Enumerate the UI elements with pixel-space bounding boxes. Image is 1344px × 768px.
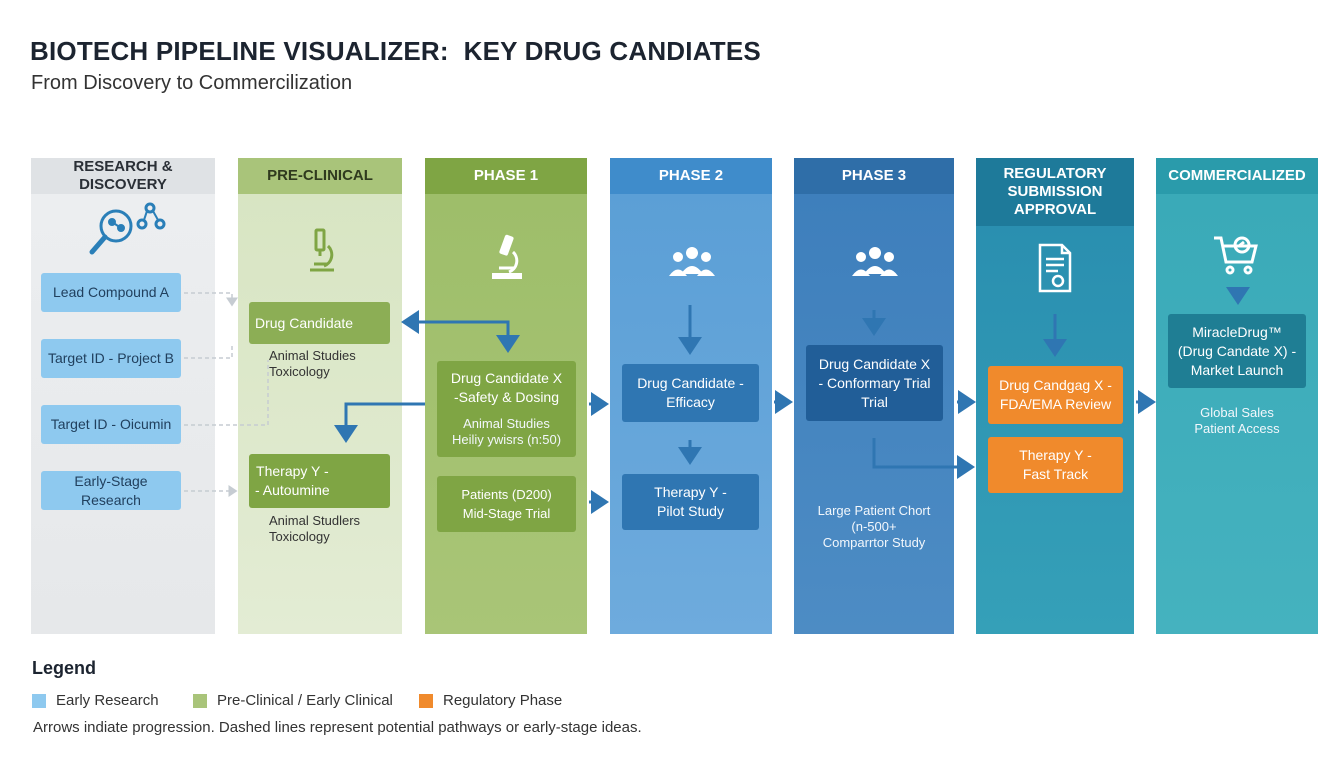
column-phase3-header: PHASE 3 (794, 158, 954, 194)
legend-item-regulatory: Regulatory Phase (419, 692, 562, 709)
legend-item-preclinical: Pre-Clinical / Early Clinical (193, 692, 393, 709)
research-item-target-b[interactable]: Target ID - Project B (41, 339, 181, 378)
column-regulatory-label: REGULATORY SUBMISSION APPROVAL (1003, 165, 1107, 218)
legend-item-early-research: Early Research (32, 692, 159, 709)
column-commercial: COMMERCIALIZED (1156, 158, 1318, 634)
legend-swatch (32, 693, 46, 708)
legend-label: Pre-Clinical / Early Clinical (217, 692, 393, 709)
research-item-target-oicumin[interactable]: Target ID - Oicumin (41, 405, 181, 444)
column-research-label: RESEARCH & DISCOVERY (73, 158, 173, 193)
column-preclinical-label: PRE-CLINICAL (267, 167, 373, 184)
people-group-icon (669, 247, 715, 276)
legend-note: Arrows indiate progression. Dashed lines… (33, 719, 642, 736)
phase1-card1-note: Animal Studies Heiliy ywisrs (n:50) (451, 416, 562, 447)
research-item-label: Lead Compound A (53, 284, 169, 300)
commercial-card1-label: MiracleDrug™ (Drug Candate X) - Market L… (1177, 323, 1297, 378)
research-item-label: Target ID - Project B (47, 350, 175, 366)
certified-document-icon (1038, 243, 1072, 293)
commercial-note: Global Sales Patient Access (1194, 405, 1280, 436)
regulatory-card1-label: Drug Candgag X - FDA/EMA Review (999, 377, 1112, 412)
preclinical-drug-candidate-card[interactable]: Drug Candidate (249, 302, 390, 344)
phase2-drug-candidate-card[interactable]: Drug Candidate - Efficacy (622, 364, 759, 422)
page-subtitle: From Discovery to Commercilization (31, 72, 353, 94)
preclinical-card1-note: Animal Studies Toxicology (269, 348, 356, 379)
research-item-early-stage[interactable]: Early-Stage Research (41, 471, 181, 510)
page-title: BIOTECH PIPELINE VISUALIZER: KEY DRUG CA… (30, 36, 761, 66)
research-item-label: Target ID - Oicumin (50, 416, 172, 432)
regulatory-drug-candidate-card[interactable]: Drug Candgag X - FDA/EMA Review (988, 366, 1123, 424)
legend-swatch (193, 693, 207, 708)
phase3-note: Large Patient Chort (n-500+ Comparrtor S… (817, 503, 931, 550)
phase1-card2-label: Patients (D200) Mid-Stage Trial (461, 487, 552, 521)
microscope-icon (310, 228, 334, 272)
column-phase1-header: PHASE 1 (425, 158, 587, 194)
preclinical-card1-label: Drug Candidate (255, 314, 354, 331)
column-commercial-label: COMMERCIALIZED (1168, 167, 1306, 184)
people-group-icon (852, 247, 898, 276)
phase1-patients-card[interactable]: Patients (D200) Mid-Stage Trial (437, 476, 576, 532)
phase3-card1-label: Drug Candidate X - Conformary Trial Tria… (818, 355, 931, 410)
phase1-card1-label: Drug Candidate X -Safety & Dosing (450, 370, 563, 405)
column-commercial-header: COMMERCIALIZED (1156, 158, 1318, 194)
column-regulatory: REGULATORY SUBMISSION APPROVAL (976, 158, 1134, 634)
research-item-label: Early-Stage Research (74, 472, 148, 508)
research-item-lead-compound[interactable]: Lead Compound A (41, 273, 181, 312)
preclinical-card2-note: Animal Studlers Toxicology (269, 513, 361, 544)
phase2-therapy-y-card[interactable]: Therapy Y - Pilot Study (622, 474, 759, 530)
phase2-card1-label: Drug Candidate - Efficacy (637, 375, 744, 410)
shopping-cart-icon (1214, 236, 1258, 275)
legend-title: Legend (32, 658, 97, 678)
column-phase2-label: PHASE 2 (658, 167, 724, 184)
regulatory-therapy-y-card[interactable]: Therapy Y - Fast Track (988, 437, 1123, 493)
legend-label: Early Research (56, 692, 159, 709)
column-phase1-label: PHASE 1 (473, 167, 539, 184)
column-preclinical-header: PRE-CLINICAL (238, 158, 402, 194)
column-regulatory-header: REGULATORY SUBMISSION APPROVAL (976, 158, 1134, 226)
legend-label: Regulatory Phase (443, 692, 563, 709)
phase2-card2-label: Therapy Y - Pilot Study (654, 484, 727, 519)
molecule-search-icon (89, 202, 166, 255)
regulatory-card2-label: Therapy Y - Fast Track (1019, 447, 1092, 482)
legend-swatch (419, 693, 433, 708)
phase3-drug-candidate-x-card[interactable]: Drug Candidate X - Conformary Trial Tria… (806, 345, 943, 421)
preclinical-card2-label: Therapy Y - - Autoumine (255, 463, 330, 498)
column-research-header: RESEARCH & DISCOVERY (31, 158, 215, 194)
column-phase2-header: PHASE 2 (610, 158, 772, 194)
column-phase3-label: PHASE 3 (841, 167, 907, 184)
preclinical-therapy-y-card[interactable]: Therapy Y - - Autoumine (249, 454, 390, 508)
commercial-miracledrug-card[interactable]: MiracleDrug™ (Drug Candate X) - Market L… (1168, 314, 1306, 388)
microscope-icon (492, 234, 522, 279)
phase1-drug-candidate-x-card[interactable]: Drug Candidate X -Safety & Dosing (437, 361, 576, 457)
